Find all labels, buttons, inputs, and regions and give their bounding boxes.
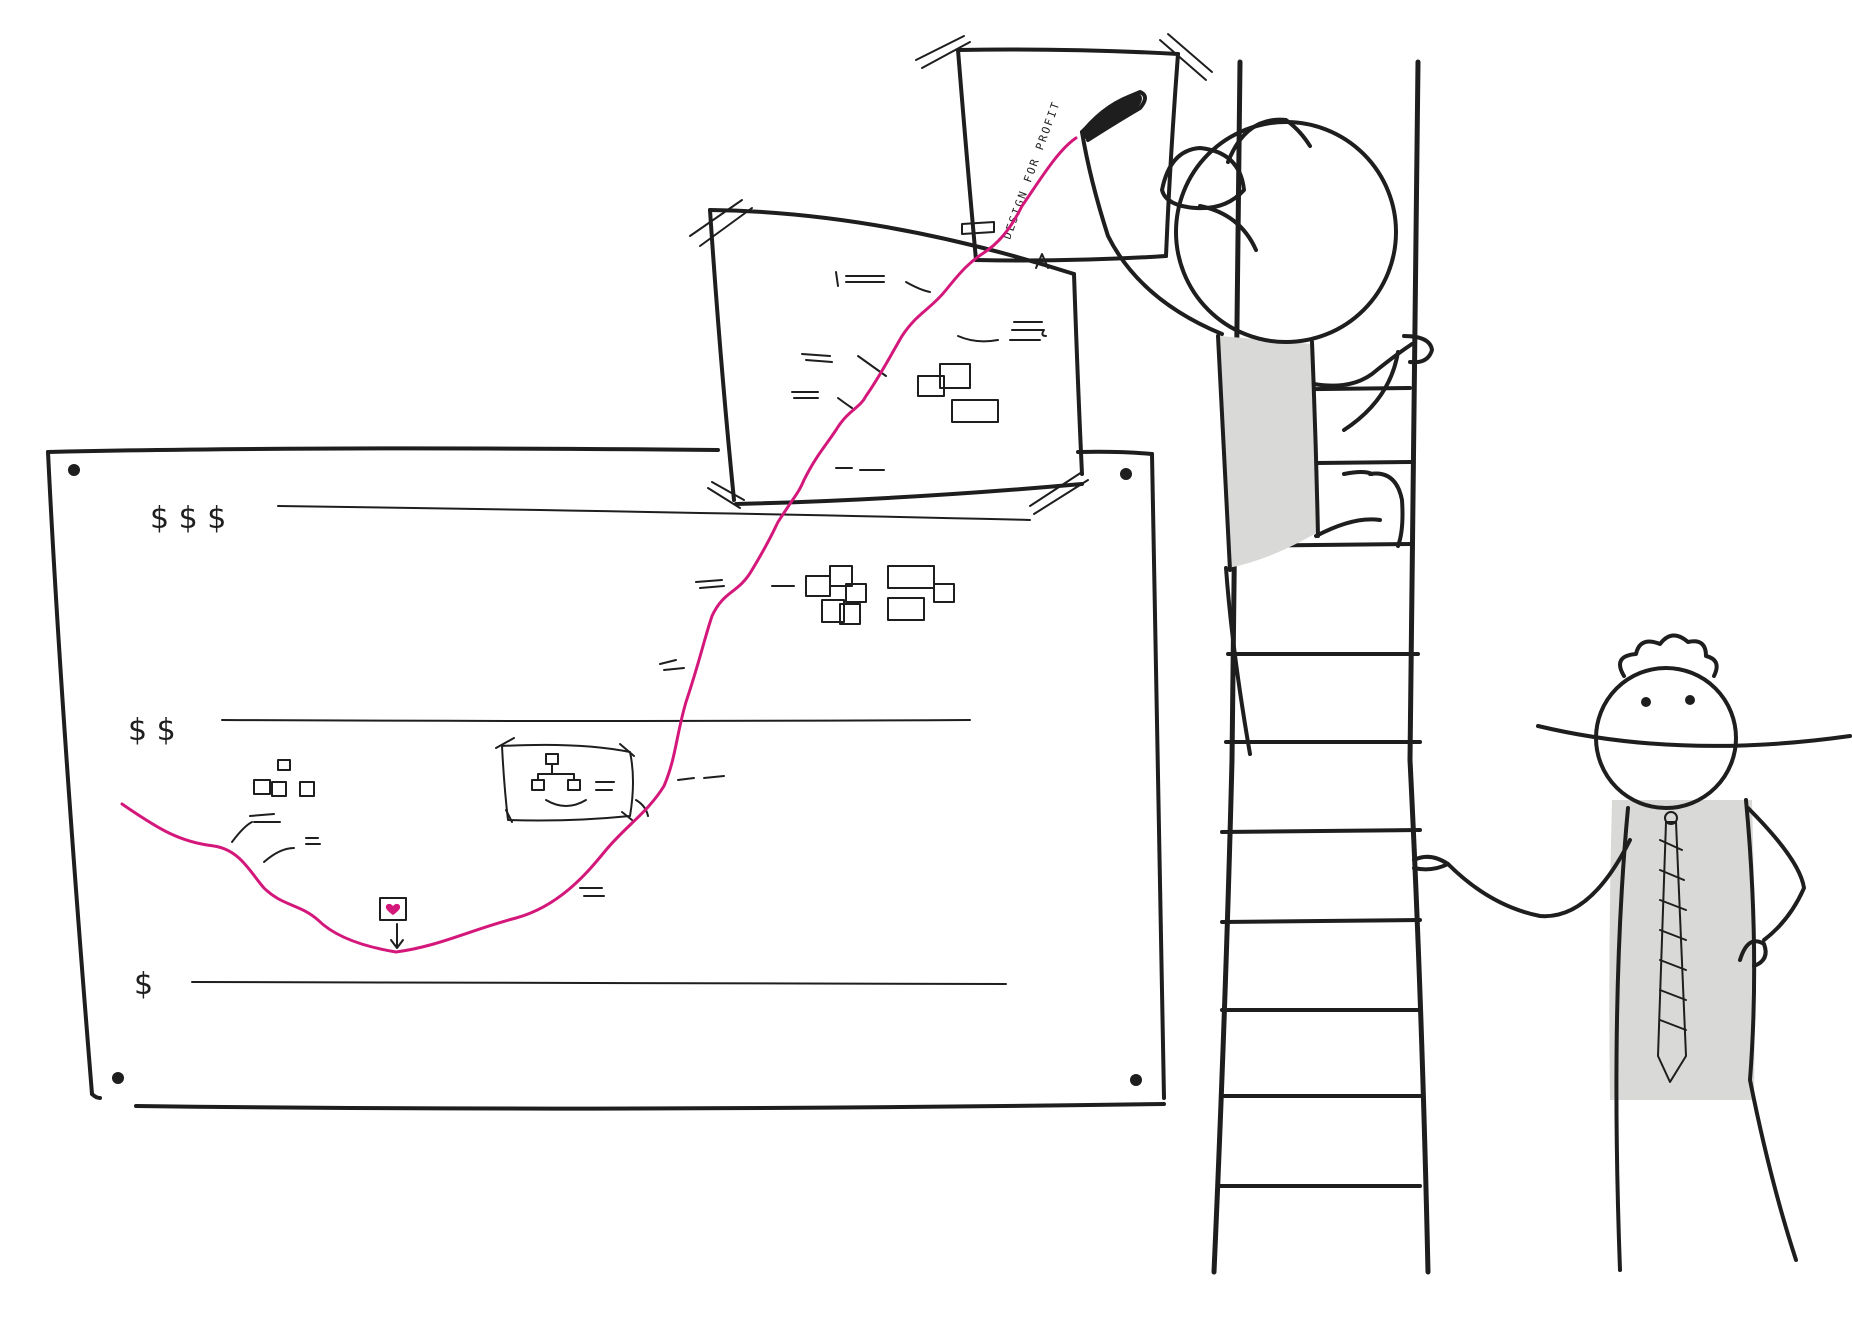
eye-icon bbox=[1641, 697, 1651, 707]
profit-curve bbox=[120, 136, 1078, 954]
board-pin-tl bbox=[68, 464, 80, 476]
standing-head bbox=[1594, 666, 1738, 810]
sheet-top-text: DESIGN FOR PROFIT bbox=[1001, 99, 1063, 241]
tier-line-low bbox=[191, 981, 1007, 985]
arrow-down-icon bbox=[390, 923, 404, 949]
tier-label-low: $ bbox=[134, 967, 153, 1002]
tier-label-high: $ $ $ bbox=[150, 501, 226, 536]
tier-line-high bbox=[277, 505, 1031, 521]
sticky-note bbox=[917, 375, 945, 397]
ladder bbox=[1211, 59, 1431, 1275]
doodles bbox=[231, 271, 1047, 949]
board-pin-br bbox=[1130, 1074, 1142, 1086]
tier-line-mid bbox=[221, 719, 971, 722]
climber-head bbox=[1174, 120, 1398, 344]
tier-label-mid: $ $ bbox=[128, 713, 176, 748]
board-pin-bl bbox=[112, 1072, 124, 1084]
heart-marker bbox=[379, 897, 407, 921]
board-pin-tr bbox=[1120, 468, 1132, 480]
heart-icon bbox=[385, 903, 401, 915]
climbing-person bbox=[1080, 90, 1434, 756]
whiteboard: $ $ $ $ $ $ bbox=[46, 446, 1166, 1111]
standing-person bbox=[1412, 633, 1852, 1272]
